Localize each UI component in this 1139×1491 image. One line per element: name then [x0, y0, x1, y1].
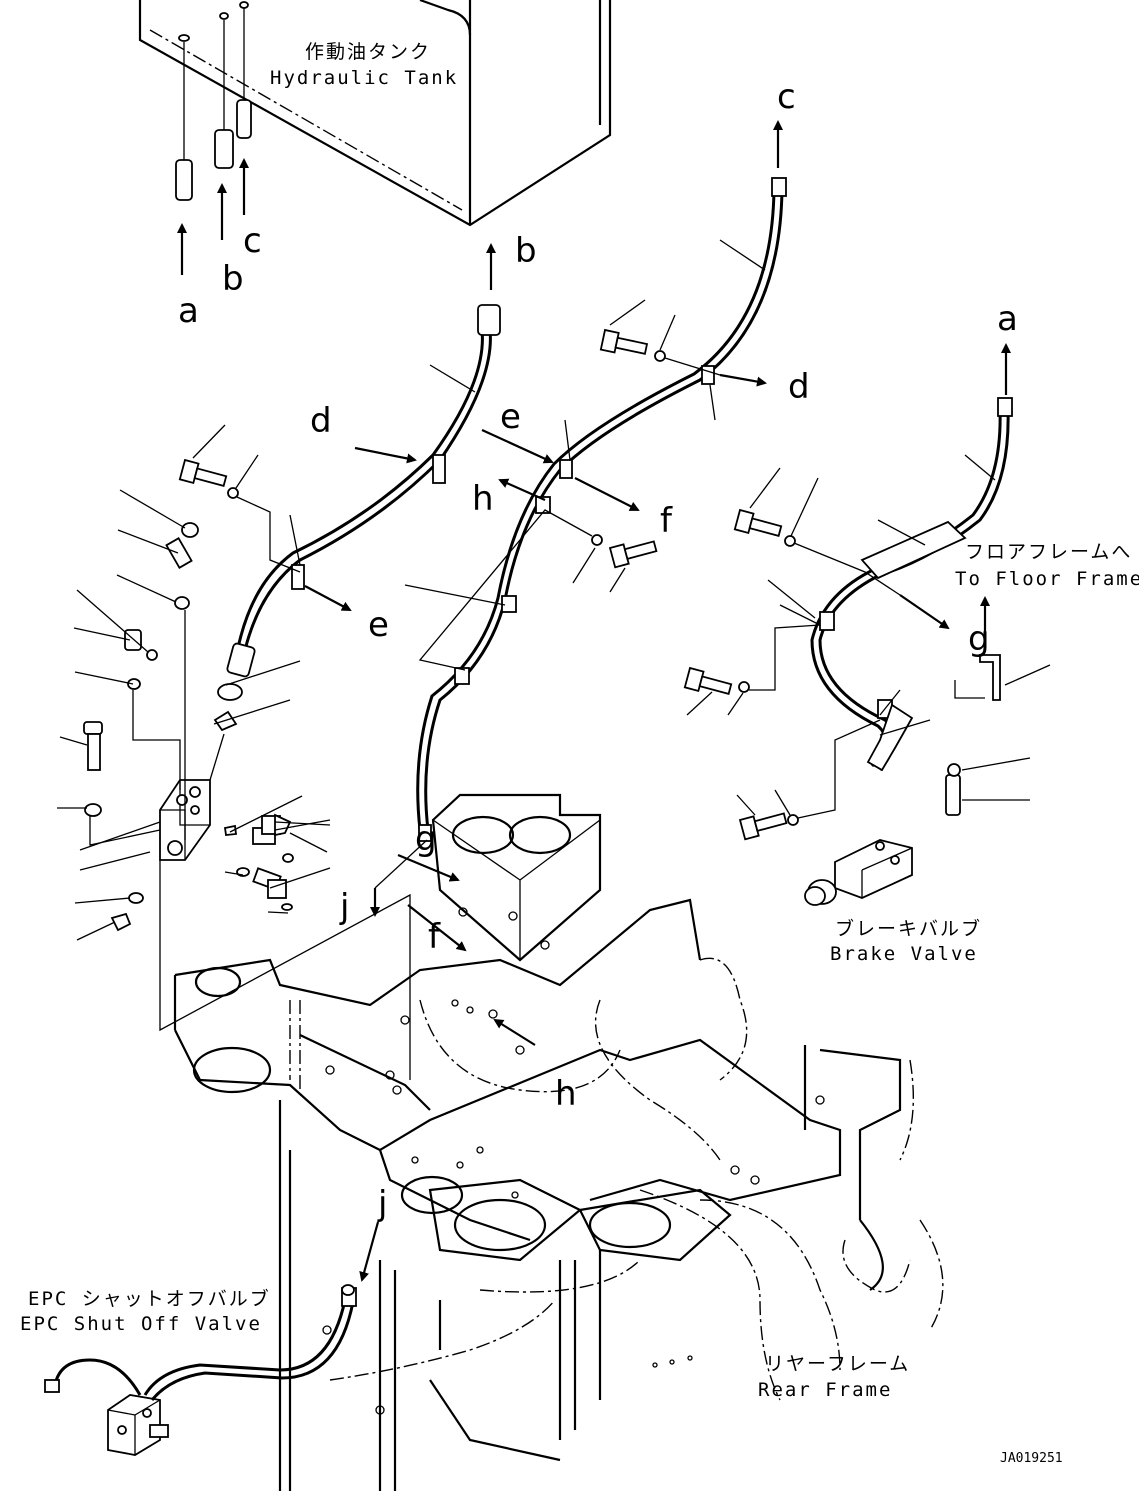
brake-valve-label-en: Brake Valve [830, 943, 978, 965]
epc-valve-label-en: EPC Shut Off Valve [20, 1313, 262, 1335]
brake-valve-label-jp: ブレーキバルブ [835, 917, 982, 940]
callout-g-frame: g [415, 819, 437, 859]
callout-a-hose: a [997, 299, 1018, 339]
rear-frame-label-jp: リヤーフレーム [765, 1353, 910, 1375]
callout-j-epc: j [377, 1184, 387, 1224]
callout-c-tank: c [243, 221, 262, 261]
hydraulic-tank-label-en: Hydraulic Tank [270, 67, 458, 89]
callout-d-right: d [788, 367, 810, 407]
callout-e-bottom: e [368, 605, 389, 645]
callout-b-hose: b [515, 231, 537, 271]
frame-bolts [322, 999, 825, 1415]
hose-b [226, 243, 501, 678]
front-frame-block [431, 793, 602, 962]
epc-shutoff-valve [44, 1284, 357, 1456]
brake-valve [804, 839, 913, 906]
manifold-leaders [57, 489, 411, 1080]
epc-valve-label-jp: EPC シャットオフバルブ [28, 1287, 271, 1310]
callout-h-frame: h [555, 1074, 577, 1114]
callout-h-top: h [472, 479, 494, 519]
rear-frame-label-en: Rear Frame [758, 1379, 892, 1401]
callout-j-frame: j [339, 887, 349, 927]
drawing-code: JA019251 [1000, 1451, 1063, 1466]
callout-arrows [304, 428, 640, 1282]
floor-frame-label-jp: フロアフレームへ [965, 541, 1132, 563]
manifold-block [83, 522, 294, 932]
callout-f-frame: f [428, 917, 441, 957]
callout-a-tank: a [178, 291, 199, 331]
callout-d-left: d [310, 401, 332, 441]
callout-e-top: e [500, 397, 521, 437]
hydraulic-tank-label-jp: 作動油タンク [305, 41, 431, 63]
hose-a [810, 343, 1051, 772]
floor-frame-label-en: To Floor Frame [955, 568, 1139, 590]
callout-g-right: g [968, 619, 990, 659]
rear-frame [173, 898, 944, 1491]
clamp-bolts [178, 299, 1031, 841]
callout-c-hose: c [777, 77, 796, 117]
hydraulic-tank [138, 0, 612, 227]
tank-fittings [175, 1, 252, 275]
callout-b-tank: b [222, 259, 244, 299]
callout-f-top: f [660, 501, 673, 541]
